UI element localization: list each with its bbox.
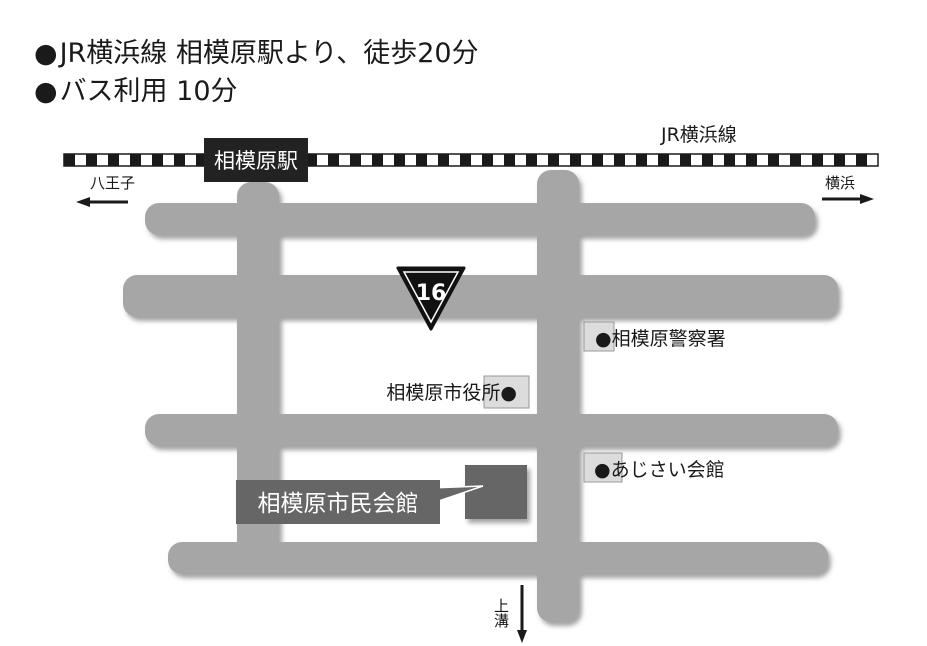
railway-track: [63, 153, 879, 167]
road-horizontal-4: [168, 542, 828, 574]
railway-line-label: JR横浜線: [660, 124, 737, 146]
bullet-icon: ●: [34, 38, 58, 69]
bullet-icon: ●: [34, 76, 58, 107]
building-marker-city-hall: [483, 375, 530, 409]
direction-east-label: 横浜: [825, 174, 855, 192]
civic-hall-building: [465, 465, 527, 519]
direction-south-label: 上溝: [492, 598, 510, 628]
arrow-left-icon: [76, 197, 128, 207]
civic-hall-callout: 相模原市民会館: [236, 480, 484, 524]
arrow-right-icon: [822, 194, 874, 204]
route-sign-icon: 16: [396, 266, 466, 331]
civic-hall-label: 相模原市民会館: [258, 491, 419, 517]
station-label: 相模原駅: [214, 149, 298, 173]
facility-ajisai-label: ●あじさい会館: [594, 459, 725, 481]
road-route-16: [123, 275, 838, 317]
facility-city-hall-label: 相模原市役所●: [386, 382, 517, 404]
access-info-bus: ●バス利用 10分: [34, 76, 238, 108]
road-horizontal-3: [145, 414, 838, 446]
facility-police-label: ●相模原警察署: [595, 328, 726, 350]
building-marker-police: [583, 321, 615, 352]
station-marker: 相模原駅: [204, 138, 308, 182]
road-network: [123, 170, 838, 622]
access-text-train: JR横浜線 相模原駅より、徒歩20分: [59, 38, 479, 69]
access-info-train: ●JR横浜線 相模原駅より、徒歩20分: [34, 38, 479, 70]
building-marker-ajisai: [583, 452, 623, 483]
route-number: 16: [416, 281, 447, 306]
access-text-bus: バス利用 10分: [59, 76, 238, 107]
arrow-down-icon: [517, 585, 527, 643]
road-horizontal-1: [145, 203, 815, 235]
direction-west-label: 八王子: [90, 174, 135, 192]
